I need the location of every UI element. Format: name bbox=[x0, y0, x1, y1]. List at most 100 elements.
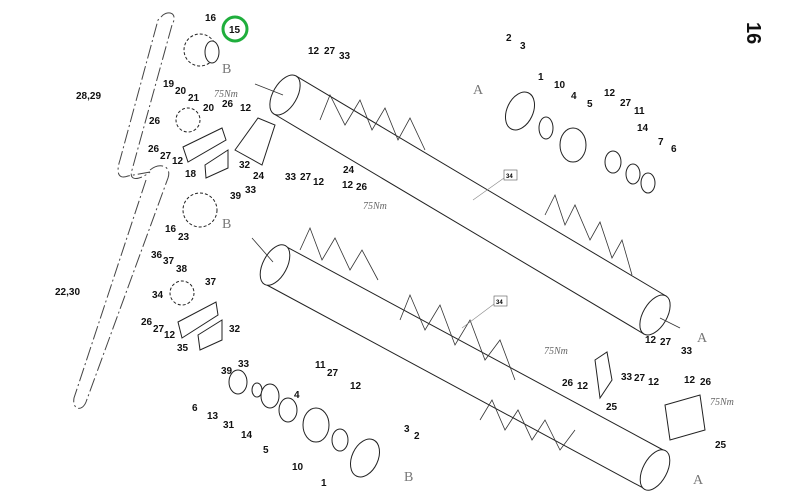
part-callout-38: 38 bbox=[176, 264, 188, 275]
scraper-24 bbox=[234, 117, 276, 166]
part-callout-10: 10 bbox=[292, 462, 304, 473]
part-callout-35: 35 bbox=[177, 343, 189, 354]
section-marker-a: A bbox=[693, 473, 704, 488]
highlight-ring-part-15 bbox=[221, 15, 249, 43]
part-callout-26: 26 bbox=[700, 377, 712, 388]
reference-box-label: 34 bbox=[506, 174, 513, 180]
part-callout-12: 12 bbox=[577, 381, 589, 392]
part-callout-34: 34 bbox=[152, 290, 164, 301]
part-callout-33: 33 bbox=[621, 372, 633, 383]
part-callout-6: 6 bbox=[671, 144, 677, 155]
part-callout-20: 20 bbox=[175, 86, 187, 97]
bracket-plate-35 bbox=[177, 301, 219, 339]
part-callout-27: 27 bbox=[620, 98, 632, 109]
section-markers: B B B A A A bbox=[222, 62, 708, 488]
torque-label: 75Nm bbox=[710, 397, 734, 408]
part-callout-23: 23 bbox=[178, 232, 190, 243]
part-callout-26: 26 bbox=[141, 317, 153, 328]
part-callout-4: 4 bbox=[294, 390, 300, 401]
bracket-plate-32 bbox=[204, 149, 229, 179]
part-callout-12: 12 bbox=[645, 335, 657, 346]
part-callout-15: 15 bbox=[229, 25, 241, 36]
part-callout-22-30: 22,30 bbox=[55, 287, 80, 298]
part-callout-37: 37 bbox=[163, 256, 175, 267]
torque-label: 75Nm bbox=[544, 346, 568, 357]
part-callout-12: 12 bbox=[164, 330, 176, 341]
section-marker-b: B bbox=[222, 62, 231, 77]
part-callout-7: 7 bbox=[658, 137, 664, 148]
part-callout-27: 27 bbox=[153, 324, 165, 335]
part-callout-12: 12 bbox=[350, 381, 362, 392]
bearing-assembly-top bbox=[504, 91, 656, 194]
section-marker-b: B bbox=[222, 217, 231, 232]
lower-chain-loop bbox=[73, 165, 170, 409]
upper-chain-loop bbox=[117, 12, 175, 179]
part-callout-12: 12 bbox=[308, 46, 320, 57]
part-callout-24: 24 bbox=[343, 165, 355, 176]
part-callout-18: 18 bbox=[185, 169, 197, 180]
part-callout-33: 33 bbox=[681, 346, 693, 357]
part-callout-33: 33 bbox=[245, 185, 257, 196]
part-callout-6: 6 bbox=[192, 403, 198, 414]
page-number: 16 bbox=[742, 22, 764, 44]
scraper-25a bbox=[594, 351, 613, 400]
section-marker-a: A bbox=[473, 83, 484, 98]
part-callout-27: 27 bbox=[660, 337, 672, 348]
part-callout-26: 26 bbox=[148, 144, 160, 155]
part-callout-24: 24 bbox=[253, 171, 265, 182]
part-callout-11: 11 bbox=[634, 106, 645, 117]
part-callout-25: 25 bbox=[715, 440, 727, 451]
part-callout-32: 32 bbox=[239, 160, 251, 171]
part-callout-12: 12 bbox=[313, 177, 325, 188]
part-callout-26: 26 bbox=[222, 99, 234, 110]
part-callout-12: 12 bbox=[604, 88, 616, 99]
part-callout-27: 27 bbox=[327, 368, 339, 379]
part-callout-12: 12 bbox=[684, 375, 696, 386]
upper-roller bbox=[254, 74, 681, 336]
section-marker-b: B bbox=[404, 470, 413, 485]
torque-label: 75Nm bbox=[214, 89, 238, 100]
part-callout-27: 27 bbox=[634, 373, 646, 384]
section-marker-a: A bbox=[697, 331, 708, 346]
part-callout-36: 36 bbox=[151, 250, 163, 261]
part-callout-12: 12 bbox=[342, 180, 354, 191]
part-callout-3: 3 bbox=[520, 41, 526, 52]
part-callout-21: 21 bbox=[188, 93, 200, 104]
part-callout-12: 12 bbox=[648, 377, 660, 388]
part-callout-27: 27 bbox=[160, 151, 172, 162]
sprocket-15 bbox=[183, 33, 220, 67]
part-callout-14: 14 bbox=[637, 123, 649, 134]
part-callout-10: 10 bbox=[554, 80, 566, 91]
part-callout-37: 37 bbox=[205, 277, 217, 288]
part-callout-33: 33 bbox=[238, 359, 250, 370]
part-callout-28-29: 28,29 bbox=[76, 91, 101, 102]
part-callout-12: 12 bbox=[240, 103, 252, 114]
part-callout-1: 1 bbox=[538, 72, 544, 83]
part-callout-25: 25 bbox=[606, 402, 618, 413]
part-callout-27: 27 bbox=[324, 46, 336, 57]
part-callout-20: 20 bbox=[203, 103, 215, 114]
part-callout-1: 1 bbox=[321, 478, 327, 489]
part-callout-31: 31 bbox=[223, 420, 235, 431]
bracket-plate-18 bbox=[182, 127, 227, 163]
sprocket-38 bbox=[169, 280, 195, 306]
part-callout-39: 39 bbox=[230, 191, 242, 202]
reference-box-bottom: 34 bbox=[461, 295, 508, 329]
part-callout-19: 19 bbox=[163, 79, 175, 90]
part-callout-5: 5 bbox=[263, 445, 269, 456]
part-callout-26: 26 bbox=[356, 182, 368, 193]
part-callout-16: 16 bbox=[205, 13, 217, 24]
part-callout-32: 32 bbox=[229, 324, 241, 335]
bearing-assembly-bottom bbox=[228, 369, 381, 478]
part-callout-3: 3 bbox=[404, 424, 410, 435]
bracket-plate-32b bbox=[197, 319, 223, 351]
sprocket-21 bbox=[175, 107, 201, 133]
part-callout-33: 33 bbox=[339, 51, 351, 62]
scraper-25b bbox=[664, 394, 706, 441]
part-callout-13: 13 bbox=[207, 411, 219, 422]
part-callout-26: 26 bbox=[149, 116, 161, 127]
part-callout-26: 26 bbox=[562, 378, 574, 389]
part-callout-5: 5 bbox=[587, 99, 593, 110]
